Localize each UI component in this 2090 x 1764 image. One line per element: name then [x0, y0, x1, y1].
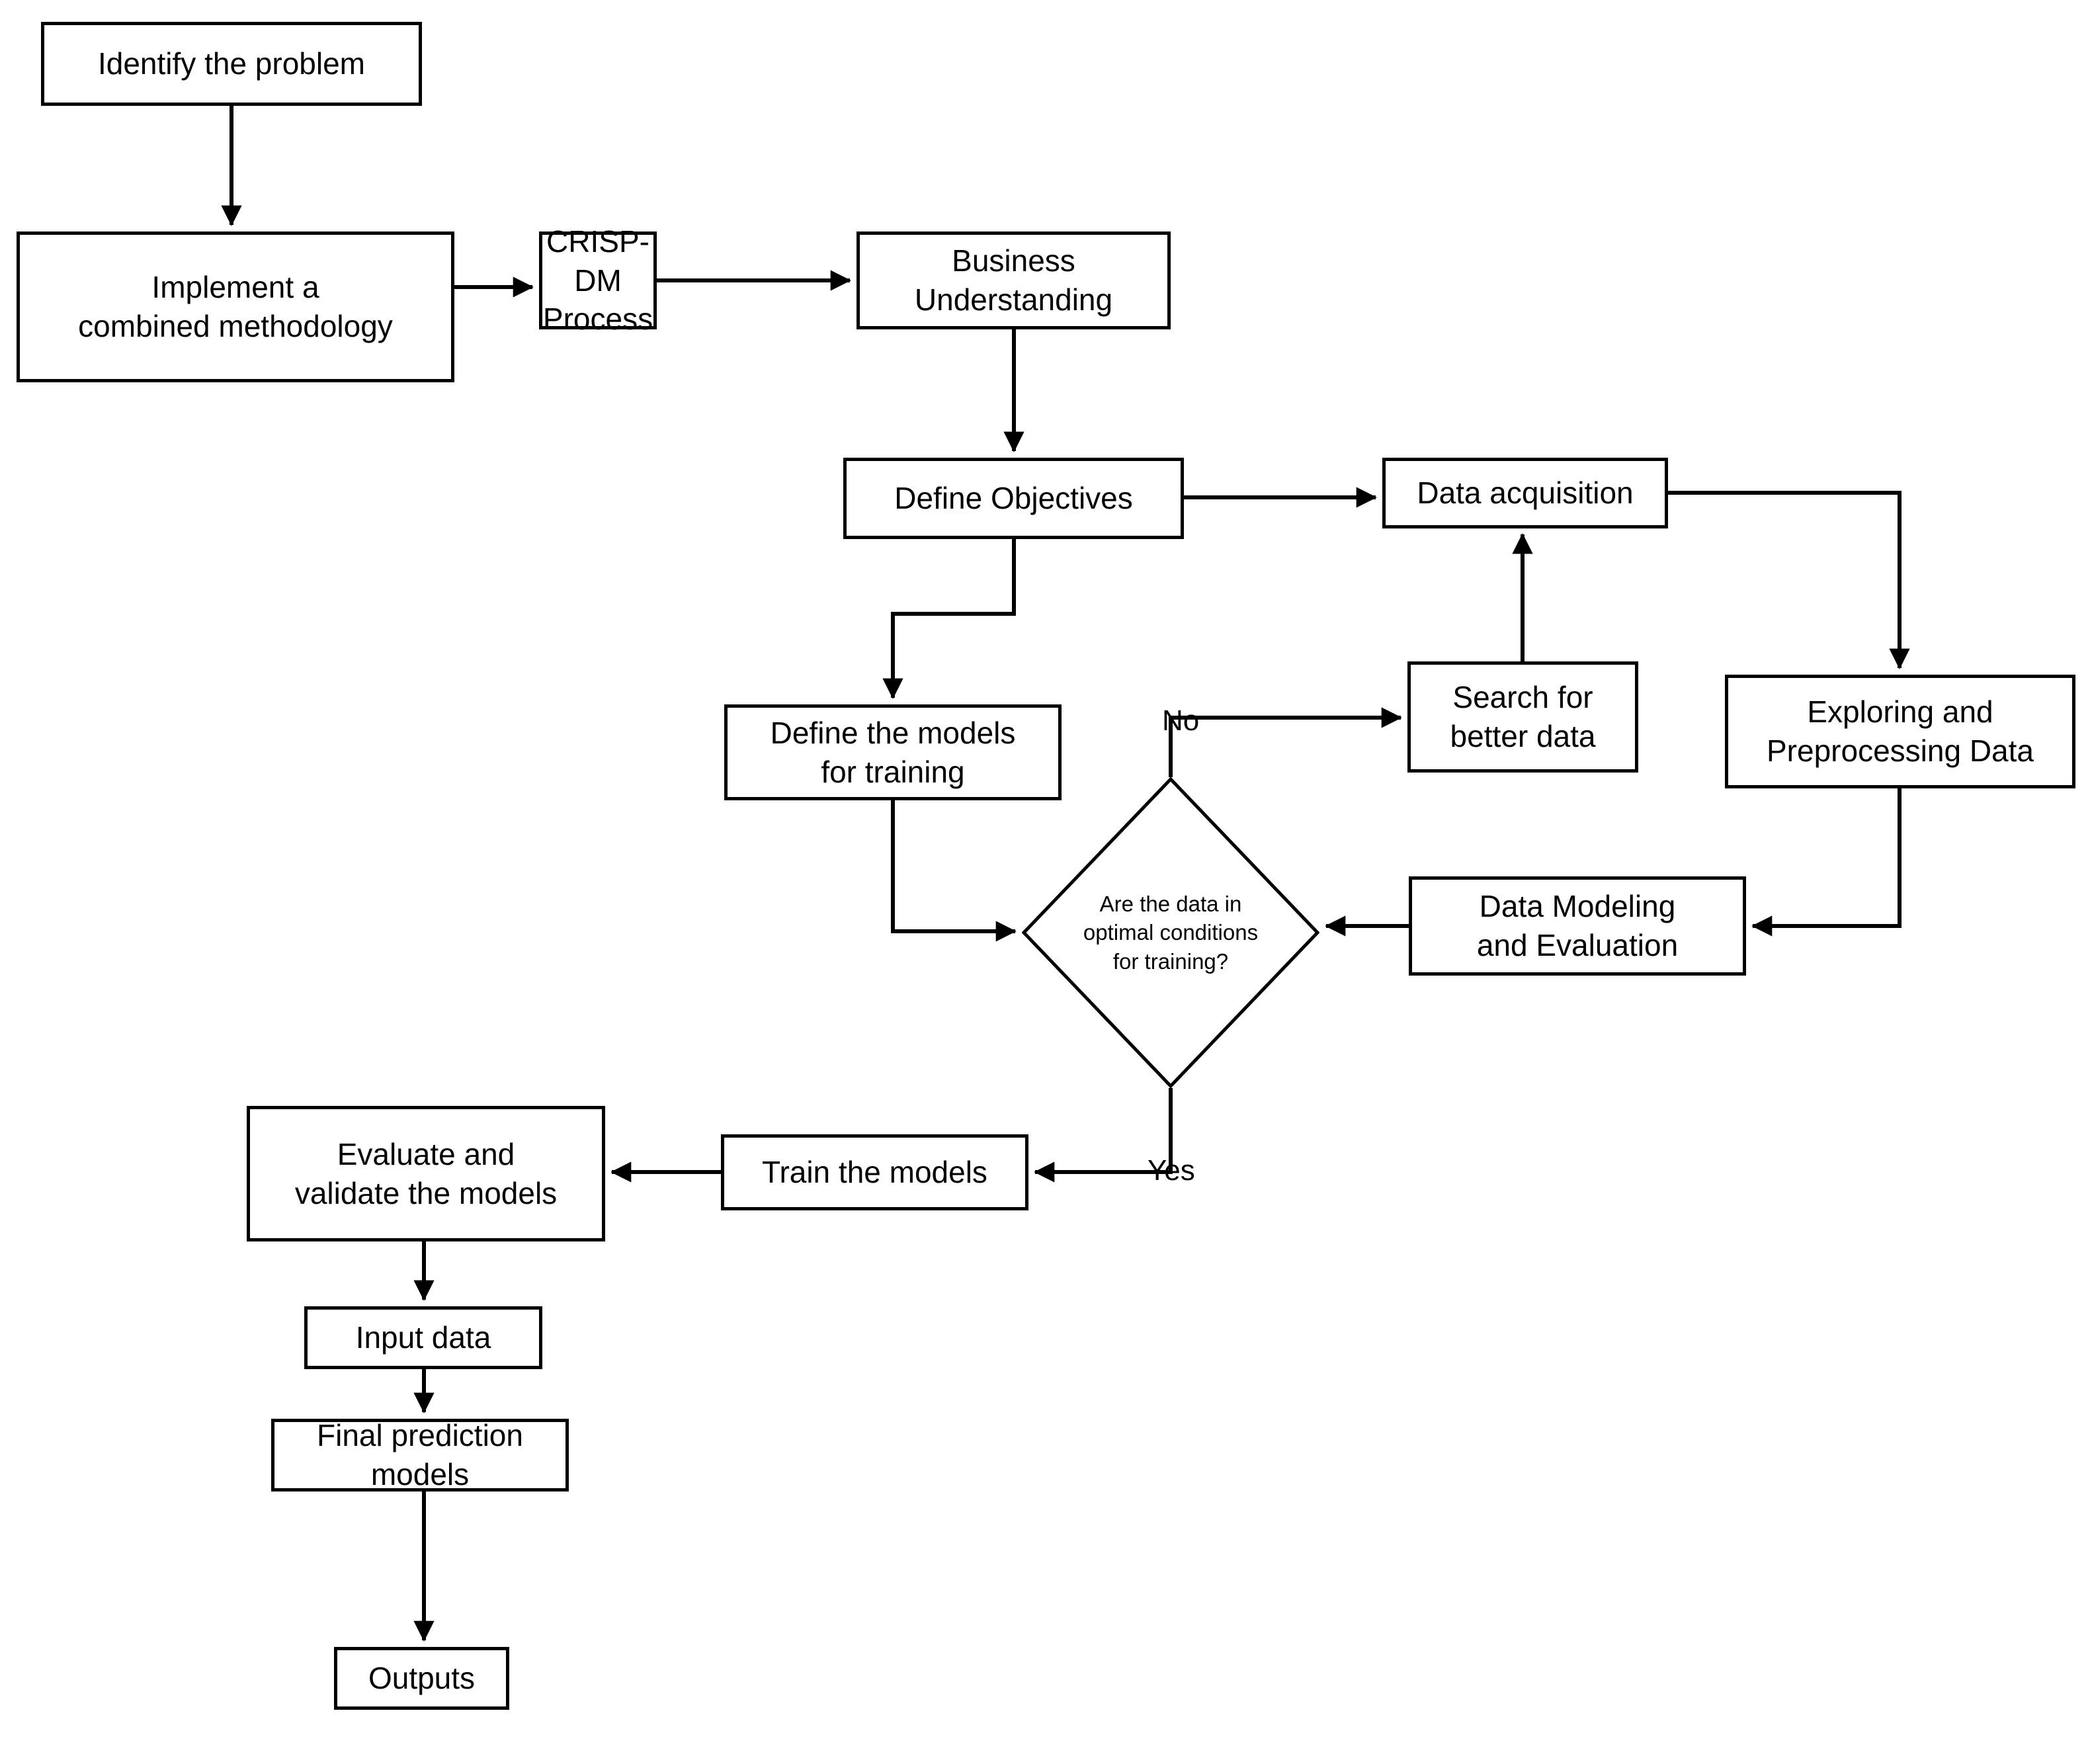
node-decision-optimal-conditions[interactable]: Are the data in optimal conditions for t… — [1022, 777, 1319, 1088]
node-evaluate-and-validate-the-models[interactable]: Evaluate and validate the models — [247, 1106, 605, 1241]
node-outputs[interactable]: Outputs — [334, 1647, 509, 1710]
node-data-acquisition[interactable]: Data acquisition — [1382, 458, 1668, 528]
node-define-objectives[interactable]: Define Objectives — [843, 458, 1184, 539]
edge-decision-to-search — [1169, 707, 1402, 777]
node-input-data[interactable]: Input data — [304, 1306, 542, 1369]
node-train-the-models[interactable]: Train the models — [721, 1134, 1028, 1210]
decision-label: Are the data in optimal conditions for t… — [1083, 891, 1259, 974]
edge-label-no: No — [1162, 704, 1200, 737]
edge-acquisition-to-exploring — [1668, 491, 1910, 669]
node-business-understanding[interactable]: Business Understanding — [857, 231, 1171, 329]
node-data-modeling-and-evaluation[interactable]: Data Modeling and Evaluation — [1409, 876, 1746, 976]
node-define-the-models-for-training[interactable]: Define the models for training — [724, 704, 1062, 800]
edge-definemodel-to-decision — [891, 800, 1017, 942]
edge-label-yes: Yes — [1148, 1154, 1195, 1187]
node-search-for-better-data[interactable]: Search for better data — [1407, 661, 1638, 773]
node-final-prediction-models[interactable]: Final prediction models — [271, 1418, 569, 1491]
node-crisp-dm-process[interactable]: CRISP-DM Process — [539, 224, 657, 336]
edge-objectives-to-definemodel — [882, 539, 1016, 699]
node-exploring-preprocessing-data[interactable]: Exploring and Preprocessing Data — [1725, 675, 2075, 788]
diamond-shape — [1022, 777, 1319, 1088]
node-implement-combined-methodology[interactable]: Implement a combined methodology — [17, 231, 454, 382]
node-identify-the-problem[interactable]: Identify the problem — [41, 22, 422, 106]
edge-decision-to-train — [1034, 1088, 1173, 1183]
edge-exploring-to-modeling — [1751, 788, 1902, 937]
